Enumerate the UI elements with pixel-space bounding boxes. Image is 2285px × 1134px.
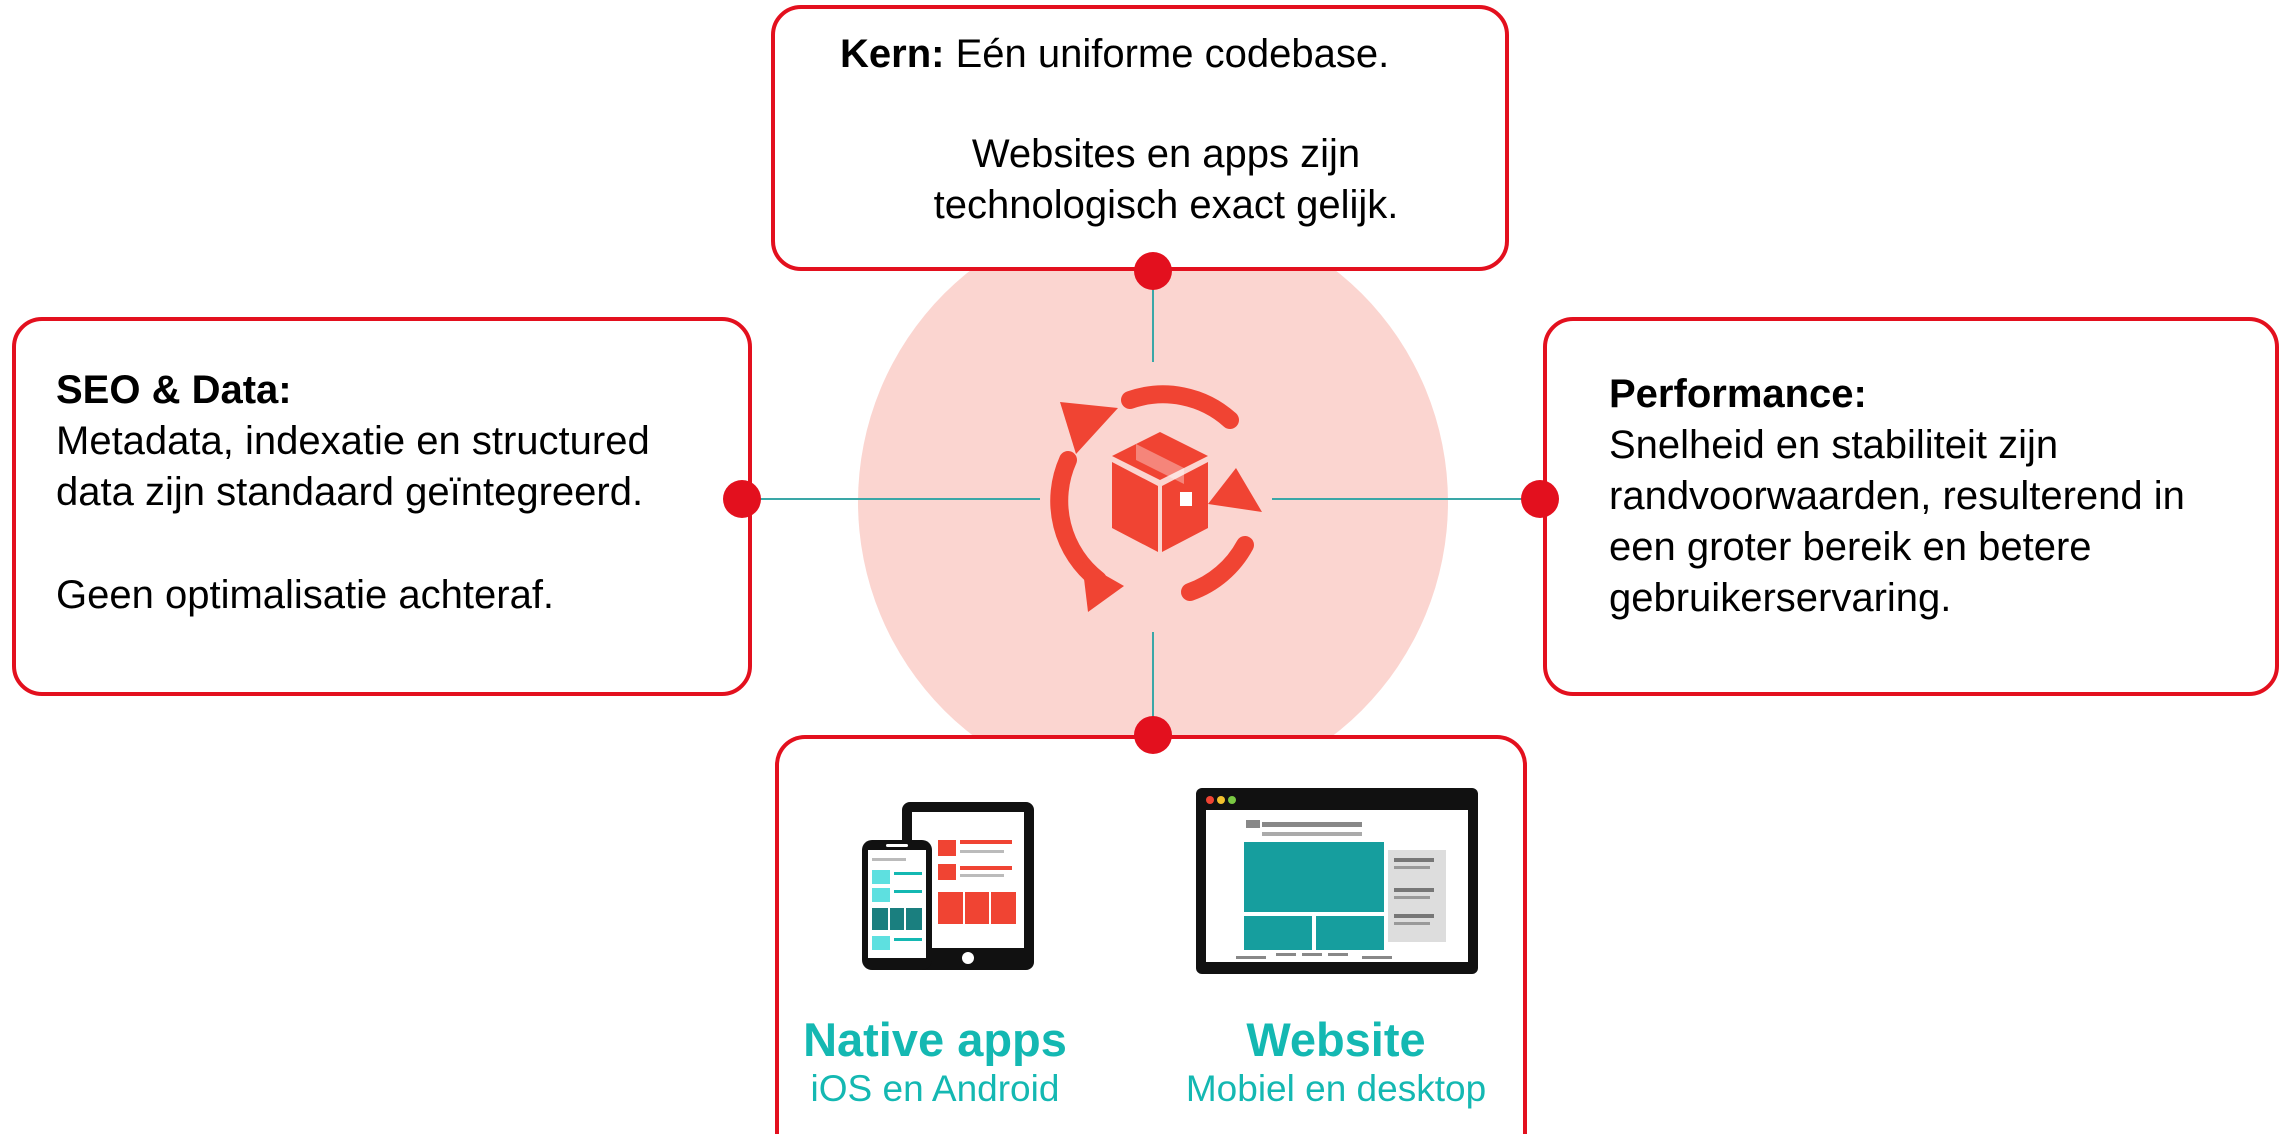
core-heading-line: Kern: Eén uniforme codebase. <box>840 29 1389 80</box>
core-heading: Kern: <box>840 32 945 76</box>
web-subtitle: Mobiel en desktop <box>1185 1068 1487 1109</box>
seo-line-2: data zijn standaard geïntegreerd. <box>56 470 644 514</box>
box-cycle-icon <box>1050 385 1262 612</box>
performance-line-4: gebruikerservaring. <box>1609 576 1952 620</box>
performance-heading: Performance: <box>1609 372 1867 416</box>
mobile-tablet-icon <box>862 802 1034 970</box>
core-box <box>771 5 1509 271</box>
connector-dot-top <box>1134 252 1172 290</box>
web-title: Website <box>1246 1013 1426 1066</box>
core-line-2: technologisch exact gelijk. <box>933 183 1399 227</box>
performance-box <box>1543 317 2279 696</box>
seo-line-1: Metadata, indexatie en structured <box>56 419 650 463</box>
core-line-1: Websites en apps zijn <box>971 132 1361 176</box>
seo-heading: SEO & Data: <box>56 368 292 412</box>
connector-dot-left <box>723 480 761 518</box>
performance-line-3: een groter bereik en betere <box>1609 525 2092 569</box>
performance-line-2: randvoorwaarden, resulterend in <box>1609 474 2185 518</box>
performance-line-1: Snelheid en stabiliteit zijn <box>1609 423 2059 467</box>
connector-dot-right <box>1521 480 1559 518</box>
seo-box <box>12 317 752 696</box>
apps-subtitle: iOS en Android <box>810 1068 1060 1109</box>
seo-line-3: Geen optimalisatie achteraf. <box>56 573 555 617</box>
core-heading-text: Eén uniforme codebase. <box>944 32 1390 76</box>
desktop-browser-icon <box>1196 788 1478 974</box>
connector-dot-bottom <box>1134 716 1172 754</box>
apps-title: Native apps <box>803 1013 1067 1066</box>
